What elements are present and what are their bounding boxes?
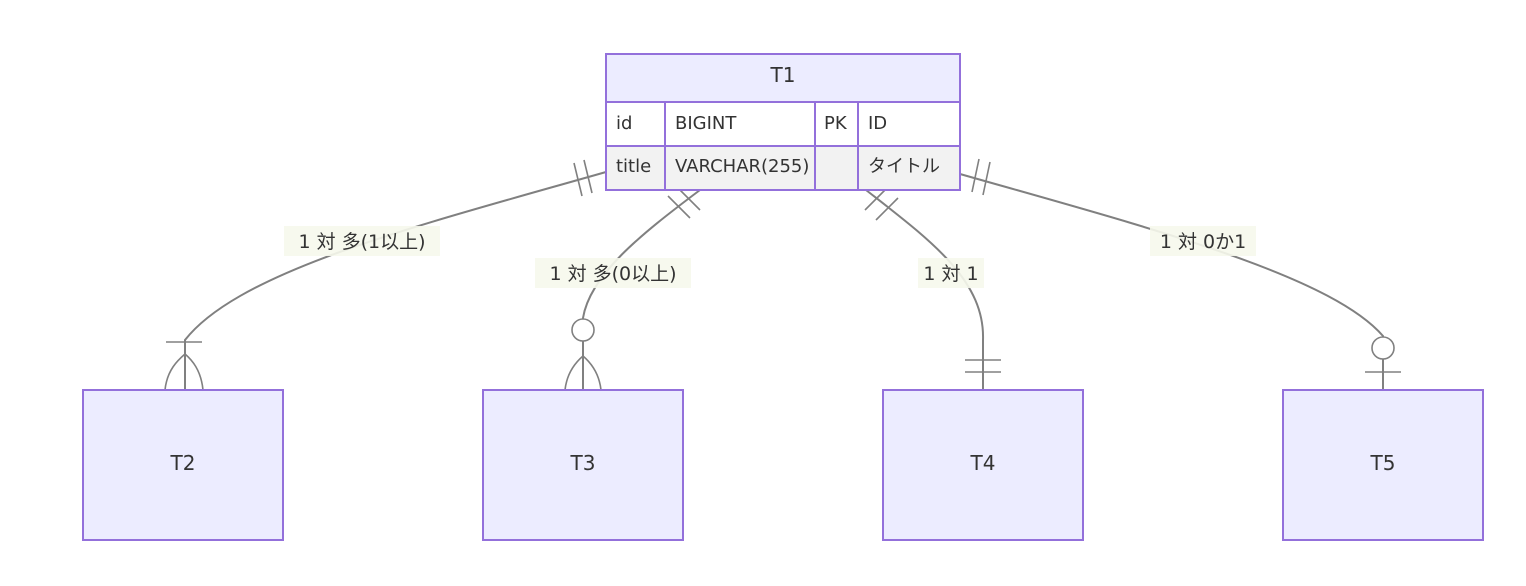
entity-title-t3: T3 — [570, 451, 596, 475]
entity-t1: T1 id BIGINT PK ID title VARCHAR(255) タイ… — [605, 53, 961, 191]
entity-t4: T4 — [882, 389, 1084, 541]
marker-t3-zero-or-more — [564, 318, 602, 391]
svg-text:1 対 多(1以上): 1 対 多(1以上) — [298, 231, 425, 253]
svg-text:1 対 1: 1 対 1 — [923, 263, 978, 285]
attribute-type: VARCHAR(255) — [675, 156, 809, 177]
marker-t1-exactly-one-left — [573, 159, 593, 197]
relationship-line-t1-t5 — [959, 173, 1384, 390]
relationship-label-t1-t3: 1 対 多(0以上) — [535, 258, 691, 288]
entity-title-t1: T1 — [770, 63, 796, 87]
entity-title-t2: T2 — [170, 451, 196, 475]
entity-title-t5: T5 — [1370, 451, 1396, 475]
svg-text:1 対 0か1: 1 対 0か1 — [1160, 231, 1246, 253]
attribute-comment: ID — [868, 113, 887, 134]
attribute-key: PK — [824, 113, 848, 134]
attribute-comment: タイトル — [868, 156, 940, 177]
attribute-row-id — [607, 102, 959, 146]
attribute-name: title — [616, 156, 651, 177]
relationship-label-t1-t2: 1 対 多(1以上) — [284, 226, 440, 256]
marker-t1-exactly-one-t3 — [667, 187, 701, 219]
marker-t1-exactly-one-t4 — [864, 187, 899, 221]
entity-t3: T3 — [482, 389, 684, 541]
marker-t1-exactly-one-right — [971, 158, 991, 196]
entity-title-t4: T4 — [970, 451, 996, 475]
marker-t4-exactly-one — [965, 359, 1001, 373]
attribute-name: id — [616, 113, 632, 134]
attribute-type: BIGINT — [675, 113, 737, 134]
entity-t2: T2 — [82, 389, 284, 541]
relationship-line-t1-t3 — [582, 189, 701, 390]
svg-text:1 対 多(0以上): 1 対 多(0以上) — [549, 263, 676, 285]
marker-t5-zero-or-one — [1365, 336, 1401, 373]
entity-t5: T5 — [1282, 389, 1484, 541]
relationship-label-t1-t4: 1 対 1 — [918, 258, 984, 288]
relationship-label-t1-t5: 1 対 0か1 — [1150, 226, 1256, 256]
marker-t2-one-or-more — [164, 341, 204, 391]
